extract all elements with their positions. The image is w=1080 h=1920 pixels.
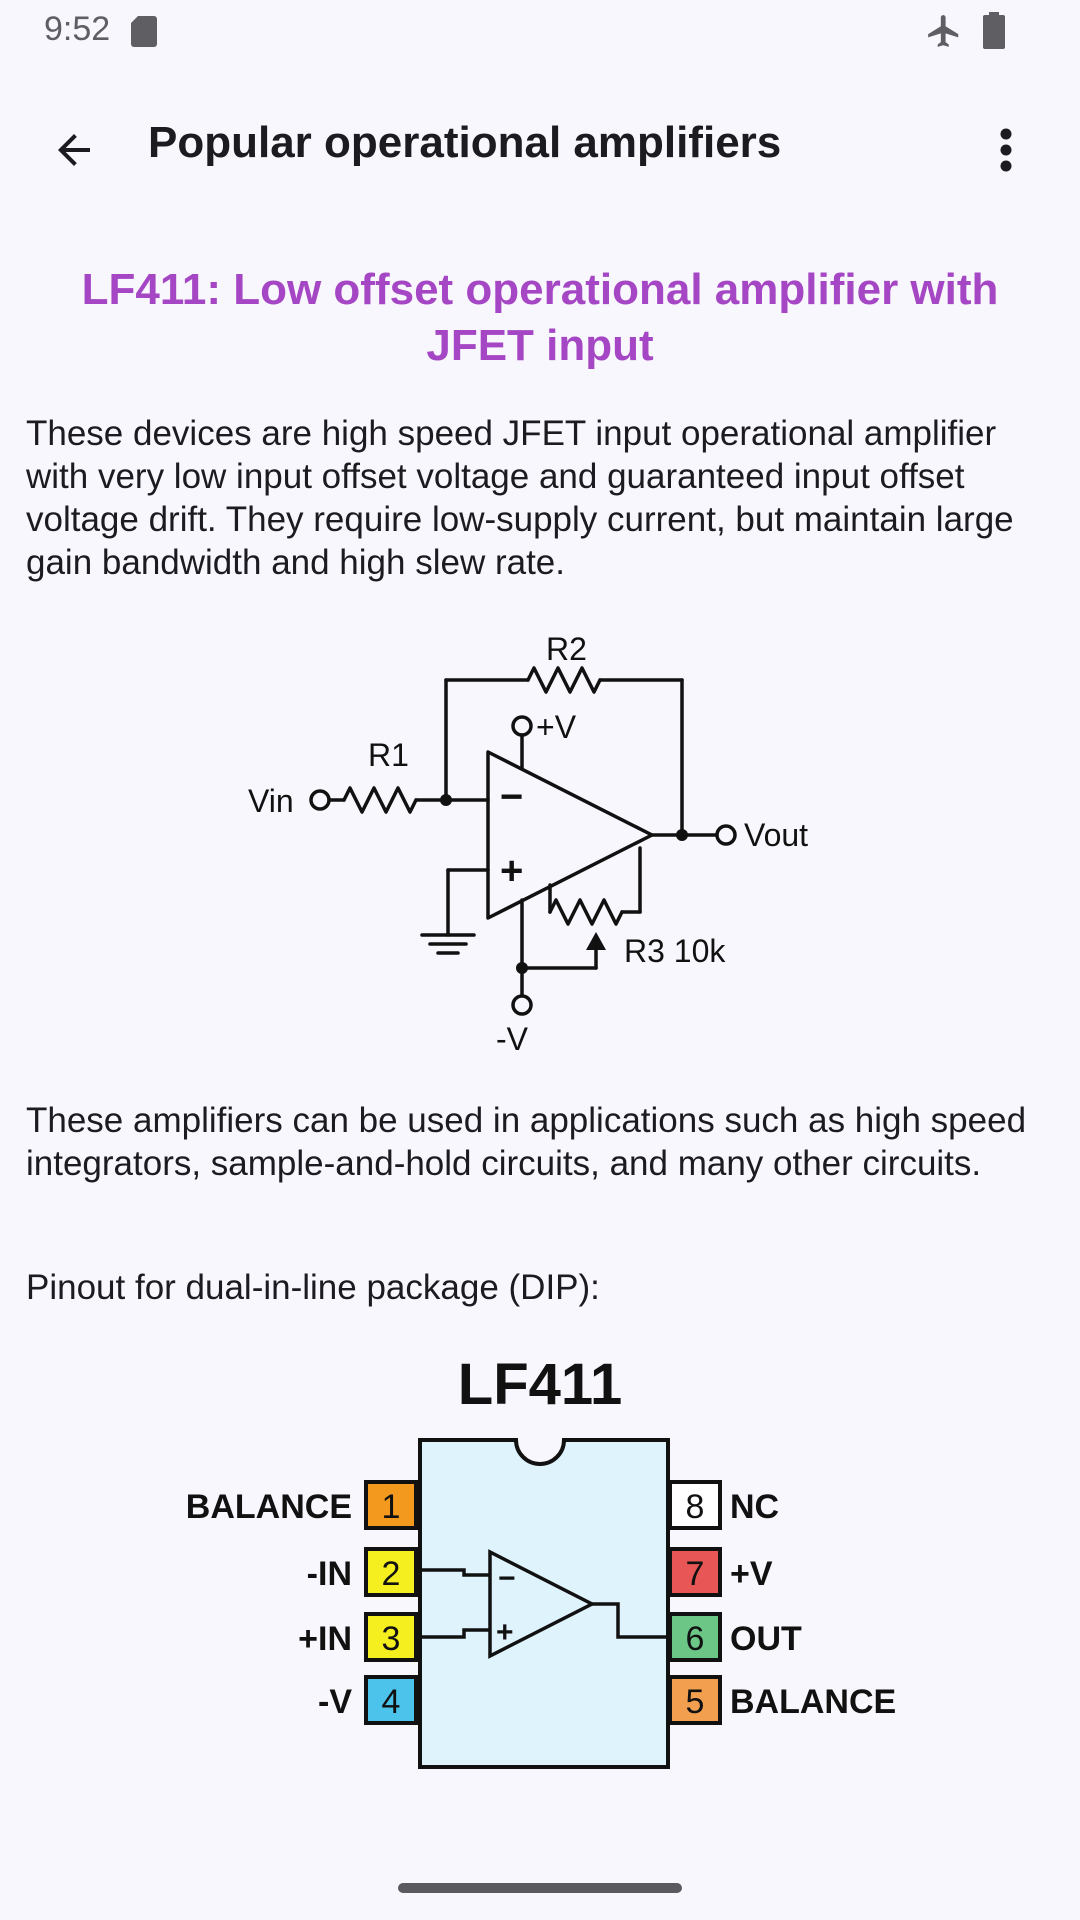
article-title: LF411: Low offset operational amplifier …	[81, 265, 999, 370]
more-options-button[interactable]	[976, 118, 1036, 182]
circuit-diagram: R2 +V R1 Vin Vout R3 10k -V − +	[248, 631, 808, 1057]
pin-number: 5	[686, 1683, 705, 1721]
pins-left: 1 BALANCE 2 -IN 3 +IN 4 -V	[186, 1480, 418, 1725]
pin-number: 4	[382, 1683, 401, 1721]
page-title: Popular operational amplifiers	[148, 118, 782, 167]
pin-1: 1 BALANCE	[186, 1480, 418, 1530]
pin-label: BALANCE	[186, 1488, 352, 1526]
pin-box	[364, 1675, 418, 1725]
neg-supply-label: -V	[496, 1021, 529, 1057]
r2-label: R2	[546, 631, 587, 667]
pin-number: 2	[382, 1555, 401, 1593]
chip-name: LF411	[458, 1352, 622, 1417]
back-button[interactable]	[42, 118, 106, 182]
pin-label: NC	[730, 1488, 779, 1526]
opamp-triangle	[486, 750, 654, 920]
home-indicator[interactable]	[398, 1883, 682, 1893]
chip-noninverting-sign: +	[496, 1616, 514, 1649]
pin-box	[668, 1547, 722, 1597]
pin-number: 7	[686, 1555, 705, 1593]
more-vert-icon	[1000, 128, 1012, 172]
vin-label: Vin	[248, 783, 294, 819]
pos-supply-label: +V	[536, 709, 577, 745]
applications-paragraph: These amplifiers can be used in applicat…	[26, 1101, 1027, 1183]
pin-box	[668, 1480, 722, 1530]
noninverting-sign: +	[500, 849, 523, 893]
pins-right: 5 BALANCE 6 OUT 7 +V 8 NC	[668, 1480, 896, 1725]
chip-body	[418, 1438, 670, 1769]
pin-5: 5 BALANCE	[668, 1675, 896, 1725]
pin-box	[668, 1612, 722, 1662]
pin-label: +V	[730, 1555, 773, 1593]
status-bar: 9:52	[0, 0, 1080, 62]
pin-number: 8	[686, 1488, 705, 1526]
battery-icon	[983, 12, 1005, 49]
pin-number: 1	[382, 1488, 401, 1526]
sd-card-icon	[131, 16, 157, 47]
chip-inverting-sign: −	[498, 1562, 516, 1595]
description-paragraph: These devices are high speed JFET input …	[26, 414, 1014, 582]
pin-number: 3	[382, 1620, 401, 1658]
airplane-mode-icon	[928, 15, 959, 47]
pin-7: 7 +V	[668, 1547, 773, 1597]
pin-3: 3 +IN	[298, 1612, 418, 1662]
pin-box	[364, 1480, 418, 1530]
pin-6: 6 OUT	[668, 1612, 802, 1662]
app-bar: Popular operational amplifiers	[0, 90, 1080, 202]
pin-label: +IN	[298, 1620, 352, 1658]
pin-label: -IN	[307, 1555, 352, 1593]
inverting-sign: −	[500, 775, 523, 819]
r3-label: R3 10k	[624, 933, 726, 969]
back-arrow-icon	[58, 134, 90, 166]
vout-label: Vout	[744, 817, 808, 853]
r1-label: R1	[368, 737, 409, 773]
pin-box	[668, 1675, 722, 1725]
pin-box	[364, 1612, 418, 1662]
pin-2: 2 -IN	[307, 1547, 418, 1597]
pin-label: OUT	[730, 1620, 802, 1658]
pin-4: 4 -V	[318, 1675, 418, 1725]
pin-label: BALANCE	[730, 1683, 896, 1721]
pin-box	[364, 1547, 418, 1597]
pin-number: 6	[686, 1620, 705, 1658]
pin-8: 8 NC	[668, 1480, 779, 1530]
pin-label: -V	[318, 1683, 352, 1721]
pinout-caption: Pinout for dual-in-line package (DIP):	[26, 1268, 600, 1307]
status-time: 9:52	[44, 10, 111, 48]
